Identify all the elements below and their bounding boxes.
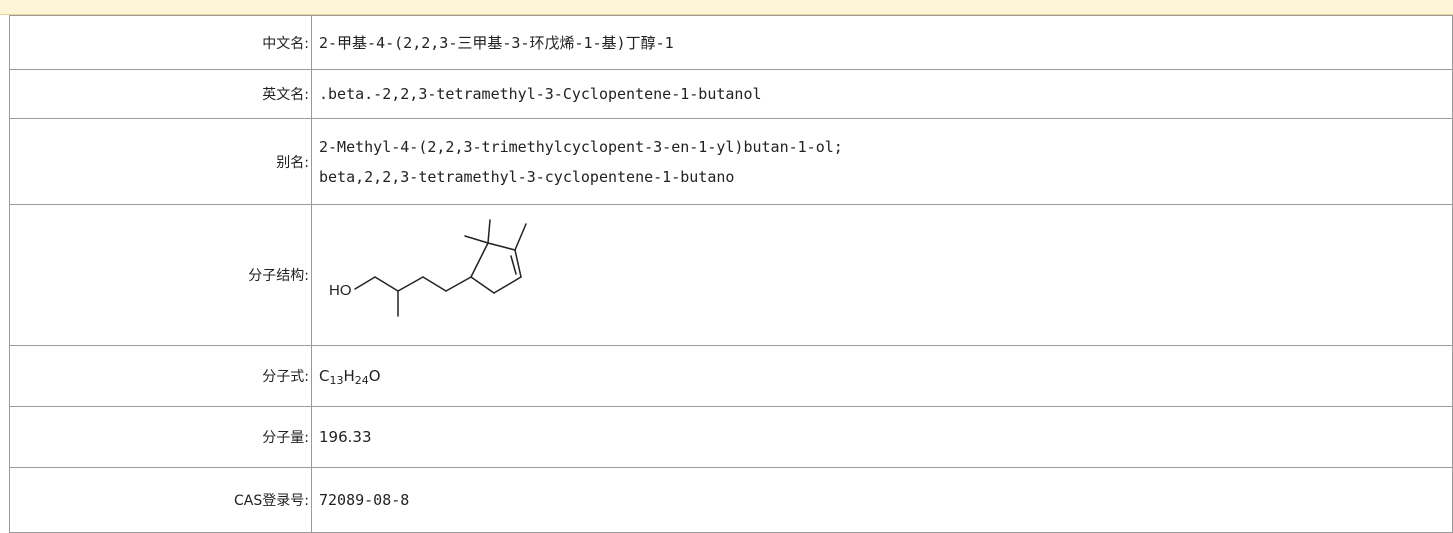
- alias-line: beta,2,2,3-tetramethyl-3-cyclopentene-1-…: [319, 167, 735, 186]
- formula-element: C: [319, 367, 330, 385]
- alias-line: 2-Methyl-4-(2,2,3-trimethylcyclopent-3-e…: [319, 137, 843, 156]
- molecular-weight-label: 分子量:: [9, 406, 312, 468]
- row-molecular-weight: 分子量: 196.33: [9, 406, 1453, 468]
- formula-element: H: [343, 367, 355, 385]
- formula-value: C13H24O: [311, 345, 1453, 407]
- row-formula: 分子式: C13H24O: [9, 345, 1453, 407]
- row-chinese-name: 中文名: 2-甲基-4-(2,2,3-三甲基-3-环戊烯-1-基)丁醇-1: [9, 15, 1453, 70]
- chinese-name-label: 中文名:: [9, 15, 312, 70]
- molecular-weight-value: 196.33: [311, 406, 1453, 468]
- formula-label: 分子式:: [9, 345, 312, 407]
- cas-value: 72089-08-8: [311, 467, 1453, 533]
- structure-label: 分子结构:: [9, 204, 312, 346]
- header-band: [0, 0, 1453, 15]
- compound-info-table: 中文名: 2-甲基-4-(2,2,3-三甲基-3-环戊烯-1-基)丁醇-1 英文…: [9, 15, 1453, 533]
- row-english-name: 英文名: .beta.-2,2,3-tetramethyl-3-Cyclopen…: [9, 69, 1453, 119]
- structure-value: HO: [311, 204, 1453, 346]
- formula-element: O: [368, 367, 381, 385]
- formula-subscript: 13: [329, 374, 344, 387]
- english-name-label: 英文名:: [9, 69, 312, 119]
- row-structure: 分子结构:: [9, 204, 1453, 346]
- molecular-structure-image: HO: [329, 219, 527, 317]
- row-cas: CAS登录号: 72089-08-8: [9, 467, 1453, 533]
- aliases-value: 2-Methyl-4-(2,2,3-trimethylcyclopent-3-e…: [311, 118, 1453, 205]
- english-name-value: .beta.-2,2,3-tetramethyl-3-Cyclopentene-…: [311, 69, 1453, 119]
- hydroxyl-label: HO: [329, 282, 352, 299]
- aliases-label: 别名:: [9, 118, 312, 205]
- formula-subscript: 24: [354, 374, 369, 387]
- chinese-name-value: 2-甲基-4-(2,2,3-三甲基-3-环戊烯-1-基)丁醇-1: [311, 15, 1453, 70]
- cas-label: CAS登录号:: [9, 467, 312, 533]
- row-aliases: 别名: 2-Methyl-4-(2,2,3-trimethylcyclopent…: [9, 118, 1453, 205]
